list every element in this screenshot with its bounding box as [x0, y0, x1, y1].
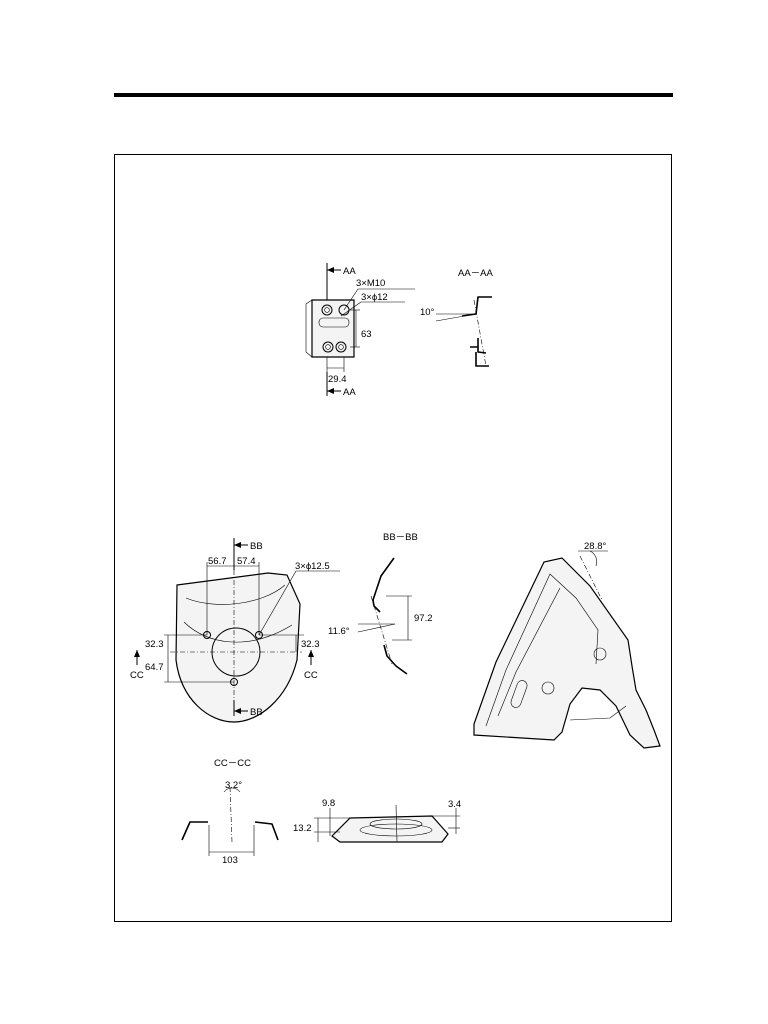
dim-right-upper: 32.3: [301, 639, 320, 650]
angle-line: [435, 313, 477, 322]
section-mark-cc-left: CC: [130, 670, 144, 681]
section-bb-title: BB－BB: [383, 532, 418, 543]
leader-line: [258, 570, 297, 636]
dim-right: 3.4: [448, 799, 461, 810]
detail-bb: BB 56.7 57.4 3×ϕ12.5 32.3 64.7 32.3 CC C…: [130, 538, 340, 723]
housing-edge: [497, 587, 561, 717]
header-rule: [114, 93, 673, 97]
boss: [593, 647, 607, 661]
angle-bb: 11.6°: [328, 626, 350, 637]
dim-left: 56.7: [208, 556, 227, 567]
dim-left-lower: 64.7: [145, 662, 164, 673]
section-cc: CC－CC 3.2° 103: [181, 758, 279, 866]
slot: [510, 680, 528, 708]
drawing-frame: [114, 154, 672, 922]
section-mark-aa-top: AA: [343, 266, 356, 277]
hole: [338, 304, 350, 316]
contour-line: [183, 621, 293, 643]
center-line: [473, 299, 487, 367]
dim-width-cc: 103: [222, 855, 238, 866]
arrowhead: [327, 388, 334, 394]
hole-center: [338, 344, 344, 350]
hole: [322, 341, 334, 353]
section-mark-bb-top: BB: [250, 541, 263, 552]
angle-arc: [223, 787, 241, 793]
dim-upper-left: 9.8: [322, 798, 335, 809]
section-mark-aa-bottom: AA: [343, 387, 356, 398]
section-profile: [383, 644, 408, 675]
housing-edge: [569, 705, 627, 721]
dim-right: 57.4: [237, 556, 256, 567]
thread-callout: 3×M10: [356, 278, 385, 289]
hole: [335, 341, 347, 353]
dim-vertical: 63: [361, 329, 372, 340]
angle-arc: [589, 550, 598, 567]
section-mark-bb-bottom: BB: [250, 707, 263, 718]
iso-view: 28.8°: [473, 541, 661, 749]
bracket-flange: [305, 299, 313, 358]
angle-aa: 10°: [420, 307, 435, 318]
section-profile: [475, 352, 489, 367]
section-mark-cc-right: CC: [304, 670, 318, 681]
leader-line: [340, 301, 362, 317]
hole: [321, 304, 333, 316]
slot: [318, 317, 350, 328]
section-cc-title: CC－CC: [214, 758, 251, 769]
arrowhead: [327, 267, 334, 273]
arrowhead: [308, 650, 314, 657]
section-aa-title: AA－AA: [458, 268, 494, 279]
fan-body: [175, 572, 301, 723]
hole-callout-bb: 3×ϕ12.5: [295, 561, 330, 572]
angle-iso: 28.8°: [584, 541, 606, 552]
housing-outline: [473, 557, 661, 749]
section-aa: AA－AA 10°: [420, 268, 494, 367]
boss: [541, 681, 555, 695]
angle-cc: 3.2°: [225, 780, 242, 791]
hole-center: [325, 344, 331, 350]
dim-left-upper: 32.3: [145, 639, 164, 650]
arrowhead: [134, 650, 140, 657]
housing-edge: [485, 573, 599, 727]
section-profile: [470, 338, 487, 354]
center-line: [395, 804, 398, 843]
dim-vertical-bb: 97.2: [414, 613, 433, 624]
opening: [369, 818, 423, 830]
dim-horizontal: 29.4: [328, 374, 347, 385]
section-profile: [181, 821, 208, 841]
opening-rim: [359, 823, 433, 837]
arrowhead: [234, 542, 241, 548]
arrowhead: [234, 708, 241, 714]
center-line: [370, 595, 393, 665]
section-profile: [254, 821, 279, 841]
section-bb: BB－BB 97.2 11.6°: [328, 532, 433, 675]
center-line: [229, 786, 233, 843]
side-view: 9.8 13.2 3.4: [293, 798, 461, 843]
leader-line: [343, 288, 359, 311]
section-profile: [461, 296, 492, 317]
angle-axis: [579, 555, 603, 601]
angle-line: [357, 623, 396, 633]
dim-height: 13.2: [293, 823, 312, 834]
hole-center: [324, 307, 330, 313]
section-profile: [372, 557, 395, 613]
detail-aa: AA 3×M10 3×ϕ12 63 29.4 AA: [305, 263, 415, 398]
hole-callout: 3×ϕ12: [361, 292, 388, 303]
contour-line: [185, 584, 286, 605]
